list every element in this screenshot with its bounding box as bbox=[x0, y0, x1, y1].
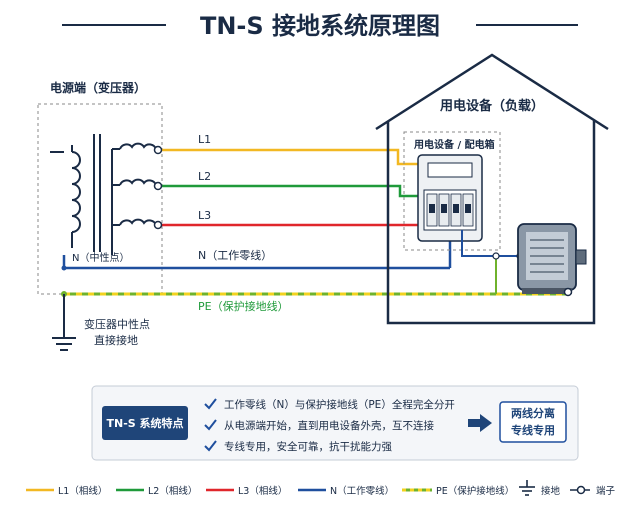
terminal-icon bbox=[563, 287, 573, 297]
feature-item: 从电源端开始，直到用电设备外壳，互不连接 bbox=[224, 419, 434, 432]
legend-label-ground: 接地 bbox=[541, 485, 561, 497]
line-l1-to-panel bbox=[390, 148, 424, 166]
terminal-icon bbox=[153, 220, 163, 230]
label-l2: L2 bbox=[198, 170, 211, 183]
legend-label-terminal: 端子 bbox=[596, 485, 616, 497]
label-neutral-point: N（中性点） bbox=[72, 251, 129, 264]
panel-dashed-box bbox=[403, 131, 501, 251]
neutral-point-dot bbox=[61, 265, 67, 271]
features-badge-text: TN-S 系统特点 bbox=[106, 416, 183, 430]
feature-item: 工作零线（N）与保护接地线（PE）全程完全分开 bbox=[224, 398, 455, 411]
grounding-label-1: 变压器中性点 bbox=[84, 317, 150, 331]
motor-icon bbox=[517, 223, 587, 294]
result-line-1: 两线分离 bbox=[511, 406, 555, 420]
terminal-icon bbox=[153, 181, 163, 191]
features-panel bbox=[91, 385, 579, 461]
arrow-right-icon bbox=[468, 414, 492, 432]
load-label: 用电设备（负载） bbox=[439, 98, 544, 114]
check-icon bbox=[204, 440, 217, 452]
transformer-icon bbox=[50, 134, 157, 255]
ground-icon bbox=[519, 480, 535, 496]
result-line-2: 专线专用 bbox=[511, 423, 555, 437]
legend-label-l1: L1（相线） bbox=[58, 485, 107, 497]
feature-item: 专线专用，安全可靠，抗干扰能力强 bbox=[224, 440, 392, 453]
page-title: TN-S 接地系统原理图 bbox=[200, 12, 440, 40]
legend-label-l3: L3（相线） bbox=[238, 485, 287, 497]
grounding-label-2: 直接接地 bbox=[94, 333, 138, 347]
ground-icon bbox=[52, 337, 76, 351]
legend-label-l2: L2（相线） bbox=[148, 485, 197, 497]
distribution-panel-icon bbox=[417, 154, 483, 242]
terminal-icon bbox=[570, 485, 590, 495]
label-l1: L1 bbox=[198, 133, 211, 146]
check-icon bbox=[204, 398, 217, 410]
house-outline bbox=[375, 53, 609, 325]
label-l3: L3 bbox=[198, 209, 211, 222]
result-box bbox=[499, 401, 567, 443]
line-l2-to-panel bbox=[392, 184, 424, 198]
panel-label: 用电设备 / 配电箱 bbox=[413, 138, 495, 151]
transformer-box bbox=[37, 103, 163, 295]
features-badge bbox=[102, 406, 188, 440]
source-label: 电源端（变压器） bbox=[50, 80, 146, 95]
label-n: N（工作零线） bbox=[198, 248, 272, 262]
terminal-icon bbox=[492, 252, 500, 260]
terminal-icon bbox=[153, 145, 163, 155]
line-n-to-motor bbox=[461, 230, 520, 257]
legend-label-n: N（工作零线） bbox=[330, 485, 394, 497]
check-icon bbox=[204, 419, 217, 431]
legend-label-pe: PE（保护接地线） bbox=[436, 485, 514, 497]
label-pe: PE（保护接地线） bbox=[198, 299, 289, 313]
